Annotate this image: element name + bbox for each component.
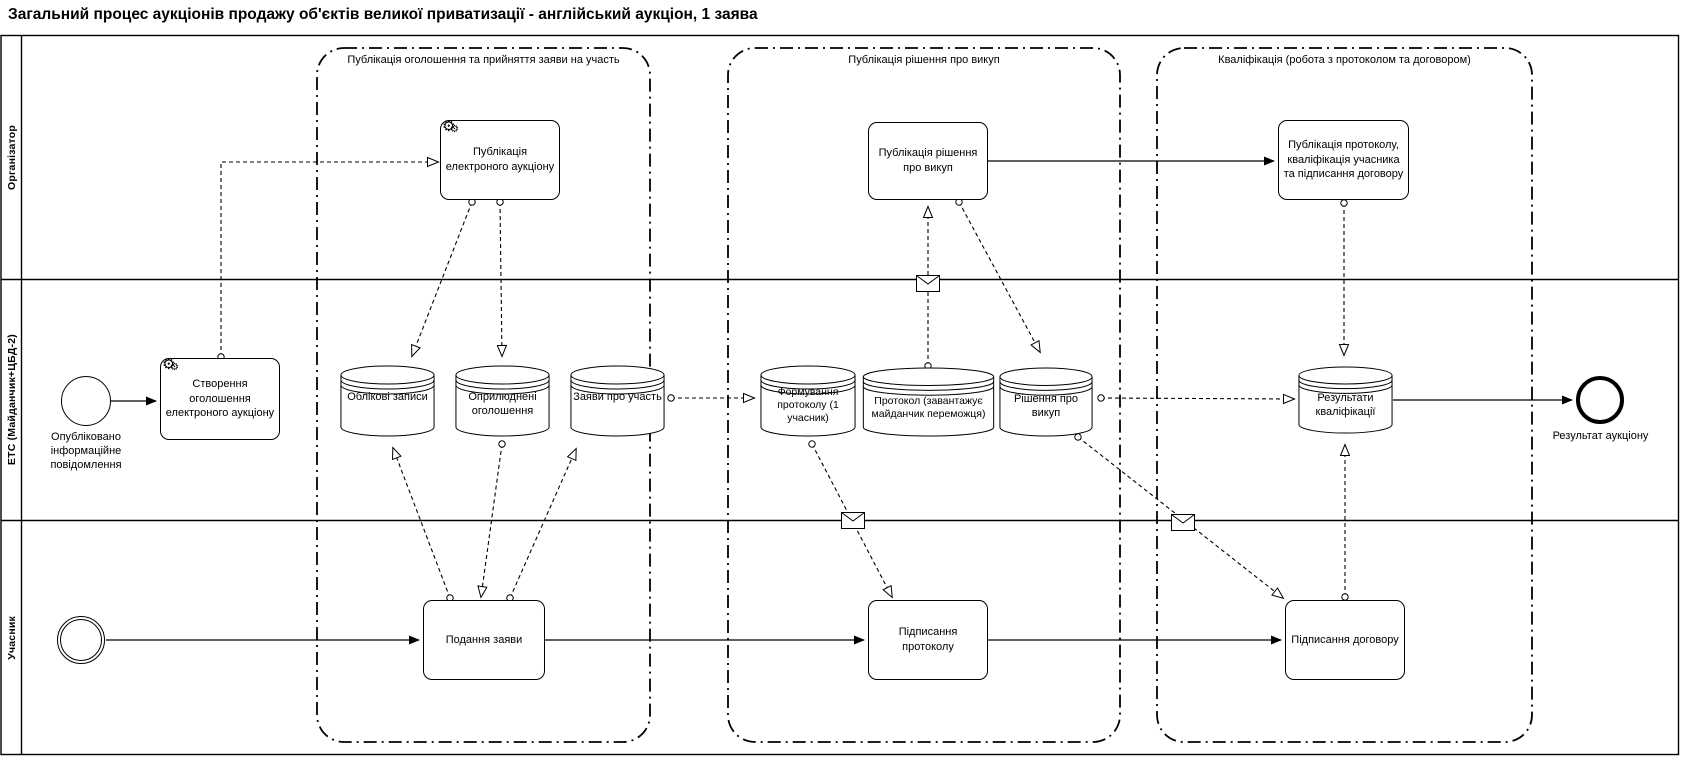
lane-organizer[interactable]: Організатор (2, 36, 22, 279)
datastore-buyout-decision-label: Рішення про викуп (1013, 393, 1079, 419)
task-publish-buyout-decision-label: Публікація рішення про викуп (878, 147, 978, 174)
task-sign-protocol[interactable]: Підписання протоколу (868, 600, 988, 680)
assoc-decision-to-buyout (955, 198, 1041, 354)
lane-participant-label: Учасник (6, 615, 18, 660)
datastore-participation-bids-label: Заяви про участь (573, 391, 662, 403)
assoc-create-to-publishauction (217, 156, 440, 361)
cylinder-shape (999, 367, 1093, 437)
task-create-announcement[interactable]: ⚙⚙ Створення оголошення електроного аукц… (160, 356, 280, 440)
datastore-published-announcements-label: Оприлюднені оголошення (468, 391, 537, 417)
task-submit-bid[interactable]: Подання заяви (423, 600, 545, 680)
cylinder-shape (862, 367, 995, 437)
group-announcement-title: Публікація оголошення та прийняття заяви… (347, 54, 620, 66)
task-create-announcement-label: Створення оголошення електроного аукціон… (165, 378, 275, 420)
participant-start-event[interactable] (57, 616, 105, 664)
group-buyout-title: Публікація рішення про викуп (848, 54, 1000, 66)
assoc-buyout-to-signcontract (1074, 433, 1285, 600)
lane-organizer-label: Організатор (6, 124, 18, 190)
datastore-protocol-forming-label: Формування протоколу (1 учасник) (777, 386, 839, 425)
task-publish-buyout-decision[interactable]: Публікація рішення про викуп (868, 122, 988, 200)
task-submit-bid-label: Подання заяви (445, 633, 523, 646)
task-publish-protocol-qualify[interactable]: Публікація протоколу, кваліфікація учасн… (1278, 120, 1409, 200)
lane-ets[interactable]: ЕТС (Майданчик+ЦБД-2) (2, 280, 22, 520)
cylinder-shape (760, 365, 856, 437)
task-sign-contract-label: Підписання договору (1291, 633, 1399, 646)
datastore-participation-bids[interactable]: Заяви про участь (570, 365, 665, 437)
lane-ets-label: ЕТС (Майданчик+ЦБД-2) (6, 334, 18, 466)
cylinder-shape (570, 365, 665, 437)
task-publish-auction[interactable]: ⚙⚙ Публікація електроного аукціону (440, 118, 560, 200)
gear-icon: ⚙⚙ (442, 118, 459, 135)
group-qualification-title: Кваліфікація (робота з протоколом та дог… (1218, 54, 1471, 66)
datastore-protocol-forming[interactable]: Формування протоколу (1 учасник) (760, 365, 856, 437)
start-event[interactable] (61, 376, 111, 426)
cylinder-shape (455, 365, 550, 437)
task-publish-auction-label: Публікація електроного аукціону (445, 146, 555, 173)
datastore-qualification-results-label: Результати кваліфікації (1315, 392, 1376, 418)
cylinder-shape (340, 365, 435, 437)
datastore-protocol-uploaded-label: Протокол (завантажує майданчик переможця… (871, 395, 986, 421)
task-sign-contract[interactable]: Підписання договору (1285, 600, 1405, 680)
diagram-title: Загальний процес аукціонів продажу об'єк… (8, 6, 758, 23)
datastore-accounts[interactable]: Облікові записи (340, 365, 435, 437)
lane-participant[interactable]: Учасник (2, 521, 22, 754)
end-event[interactable] (1576, 376, 1624, 424)
start-event-label: Опубліковано інформаційне повідомлення (50, 431, 122, 471)
datastore-buyout-decision[interactable]: Рішення про викуп (999, 367, 1093, 437)
message-icon (916, 275, 940, 292)
assoc-buyout-to-results (1097, 393, 1296, 405)
gear-icon: ⚙⚙ (162, 356, 179, 373)
datastore-published-announcements[interactable]: Оприлюднені оголошення (455, 365, 550, 437)
participant-start-event-inner-ring (60, 619, 102, 661)
end-event-label: Результат аукціону (1552, 430, 1649, 442)
task-sign-protocol-label: Підписання протоколу (898, 626, 958, 653)
assoc-submit-to-accounts (392, 446, 454, 602)
datastore-qualification-results[interactable]: Результати кваліфікації (1298, 366, 1393, 434)
assoc-submit-to-bids (506, 447, 577, 602)
datastore-protocol-uploaded[interactable]: Протокол (завантажує майданчик переможця… (862, 367, 995, 437)
assoc-published-to-submit (477, 440, 506, 599)
group-announcement-and-bids[interactable] (316, 47, 651, 743)
cylinder-shape (1298, 366, 1393, 434)
task-publish-protocol-qualify-label: Публікація протоколу, кваліфікація учасн… (1283, 139, 1404, 181)
message-icon (841, 512, 865, 529)
datastore-accounts-label: Облікові записи (347, 391, 428, 403)
assoc-publishauction-to-published (496, 198, 508, 358)
message-icon (1171, 514, 1195, 531)
